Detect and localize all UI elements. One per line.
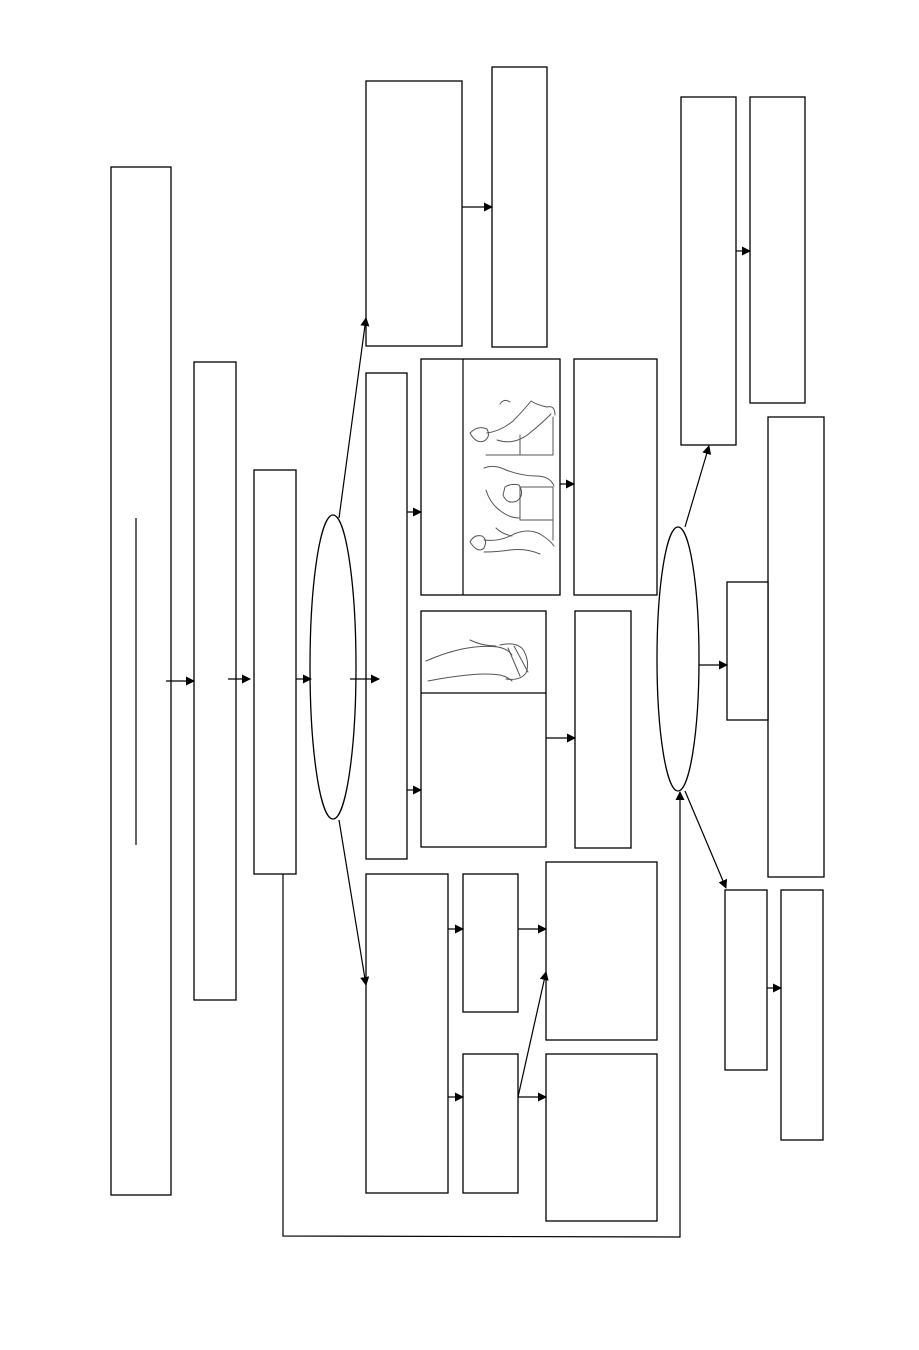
ellipse-randomization — [309, 514, 357, 820]
box-eligibility — [193, 361, 237, 1001]
box-followup-lower-result — [780, 889, 824, 1141]
box-followup-upper — [680, 96, 737, 446]
box-branch-lower — [365, 873, 449, 1194]
box-branch-middle — [365, 372, 408, 860]
box-followup-middle-tall — [767, 416, 825, 878]
arrow-sub-b-to-outcome-a — [517, 971, 549, 1098]
ellipse-follow-up — [656, 526, 700, 792]
arm-elbow-sketch-icon — [425, 639, 529, 682]
box-followup-middle — [726, 581, 769, 721]
box-enrolled — [253, 469, 297, 875]
patient-positions-sketch-icon — [469, 399, 556, 555]
box-study-population — [110, 166, 172, 1196]
box-arm-protocol — [420, 610, 547, 848]
box-lower-sub-a — [462, 873, 519, 1013]
box-followup-lower — [724, 889, 768, 1071]
arrow-follow-up-to-upper — [684, 445, 712, 528]
box-arm-protocol-result — [574, 610, 632, 849]
box-position-protocol — [420, 358, 561, 596]
box-lower-sub-b — [462, 1053, 519, 1194]
box-branch-upper-outcome — [491, 66, 548, 348]
box-followup-upper-result — [749, 96, 806, 404]
arrow-enrolled-to-follow-up — [282, 791, 685, 1238]
box-lower-outcome-b — [545, 1053, 658, 1222]
arrow-randomization-to-upper — [338, 317, 370, 519]
box-position-protocol-result — [573, 358, 658, 596]
arrow-follow-up-to-lower — [684, 790, 728, 889]
box-branch-upper — [365, 80, 463, 347]
arrow-randomization-to-lower — [338, 819, 370, 986]
box-lower-outcome-a — [545, 861, 658, 1041]
